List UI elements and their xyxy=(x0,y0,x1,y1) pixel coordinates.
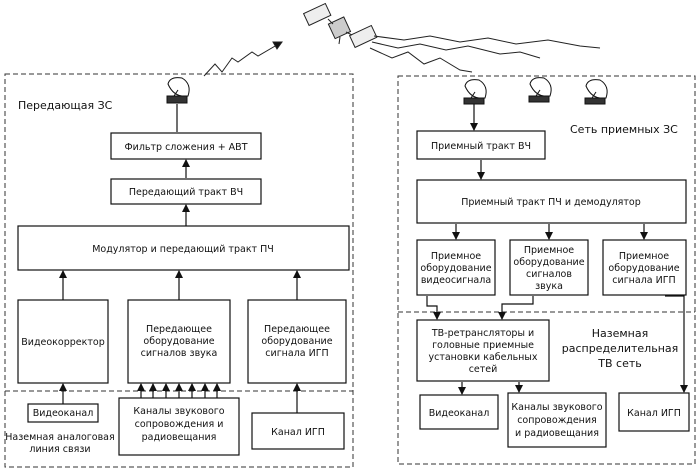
rx-rf-box xyxy=(416,130,546,160)
rx-igp-label-3: сигнала ИГП xyxy=(612,275,675,286)
ground-line-label-2: линия связи xyxy=(29,444,90,455)
sound-channels-label-1: Каналы звукового xyxy=(133,406,224,417)
repeaters-label-3: установки кабельных xyxy=(428,352,537,363)
repeaters-box xyxy=(416,319,550,382)
repeaters-label-2: головные приемные xyxy=(432,340,534,351)
downlink-signal-1 xyxy=(369,47,473,73)
sound-channels-label-2: сопровождения и xyxy=(135,419,224,430)
tx-igp-label-3: сигнала ИГП xyxy=(265,348,328,359)
rx-if-label: Приемный тракт ПЧ и демодулятор xyxy=(461,197,641,208)
igp-channel-label: Канал ИГП xyxy=(271,427,325,438)
tx-sound-label-2: оборудование xyxy=(143,336,214,347)
repeaters-label-4: сетей xyxy=(469,364,498,375)
repeaters-label-1: ТВ-ретрансляторы и xyxy=(431,328,534,339)
satellite-dish-icon xyxy=(528,77,552,103)
rx-sound-label-2: оборудование xyxy=(513,257,584,268)
rx-videochannel-label: Видеоканал xyxy=(429,408,490,419)
tx-rf-box xyxy=(110,178,262,205)
rx-sound-label-1: Приемное xyxy=(524,245,574,256)
rx-sound-channels-label-2: сопровождения xyxy=(517,415,597,426)
rx-igp-channel-box xyxy=(618,392,690,432)
rx-video-label-3: видеосигнала xyxy=(421,275,491,286)
ground-network-label-1: Наземная xyxy=(592,327,648,340)
rx-if-box xyxy=(416,179,687,224)
rx-rf-label: Приемный тракт ВЧ xyxy=(431,141,531,152)
videocorrector-box xyxy=(17,299,109,384)
rx-sound-channels-label-1: Каналы звукового xyxy=(511,402,602,413)
downlink-signal-2 xyxy=(371,41,541,59)
ground-line-label-1: Наземная аналоговая xyxy=(5,432,114,443)
videochannel-label: Видеоканал xyxy=(33,408,94,419)
rx-video-box xyxy=(416,239,496,296)
satellite-dish-icon xyxy=(166,77,190,104)
rx-sound-channels-box xyxy=(507,392,607,448)
igp-channel-box xyxy=(251,412,345,450)
filter-label: Фильтр сложения + АВТ xyxy=(124,142,247,153)
tx-rf-label: Передающий тракт ВЧ xyxy=(129,187,243,198)
rx-video-label-2: оборудование xyxy=(420,263,491,274)
transmit-station-region xyxy=(4,73,354,468)
receive-station-region xyxy=(397,75,696,465)
transmit-station-title: Передающая ЗС xyxy=(18,99,113,112)
sound-channels-box xyxy=(118,397,240,456)
rx-igp-box xyxy=(602,239,687,296)
rx-video-label-1: Приемное xyxy=(431,251,481,262)
uplink-signal xyxy=(203,41,283,77)
rx-videochannel-box xyxy=(419,394,499,430)
satellite-dish-icon xyxy=(463,79,487,105)
satellite-icon xyxy=(302,2,378,49)
receive-station-title: Сеть приемных ЗС xyxy=(570,123,678,136)
tx-igp-label-1: Передающее xyxy=(264,324,330,335)
rx-igp-channel-label: Канал ИГП xyxy=(627,408,681,419)
modulator-label: Модулятор и передающий тракт ПЧ xyxy=(92,244,274,255)
modulator-box xyxy=(17,225,350,271)
ground-network-label-3: ТВ сеть xyxy=(597,357,641,370)
sound-channels-label-3: радиовещания xyxy=(142,432,217,443)
tx-sound-label-1: Передающее xyxy=(146,324,212,335)
tx-sound-box xyxy=(127,299,231,384)
rx-sound-channels-label-3: и радиовещания xyxy=(515,428,599,439)
filter-box xyxy=(110,132,262,160)
rx-sound-label-4: звука xyxy=(535,281,563,292)
downlink-signal-3 xyxy=(373,35,601,49)
tx-sound-label-3: сигналов звука xyxy=(141,348,218,359)
tx-igp-label-2: оборудование xyxy=(261,336,332,347)
satellite-dish-icon xyxy=(584,79,608,105)
rx-igp-label-1: Приемное xyxy=(619,251,669,262)
rx-sound-box xyxy=(509,239,589,296)
videocorrector-label: Видеокорректор xyxy=(21,337,105,348)
tx-igp-box xyxy=(247,299,347,384)
rx-sound-label-3: сигналов xyxy=(526,269,572,280)
ground-network-label-2: распределительная xyxy=(562,342,679,355)
rx-igp-label-2: оборудование xyxy=(608,263,679,274)
